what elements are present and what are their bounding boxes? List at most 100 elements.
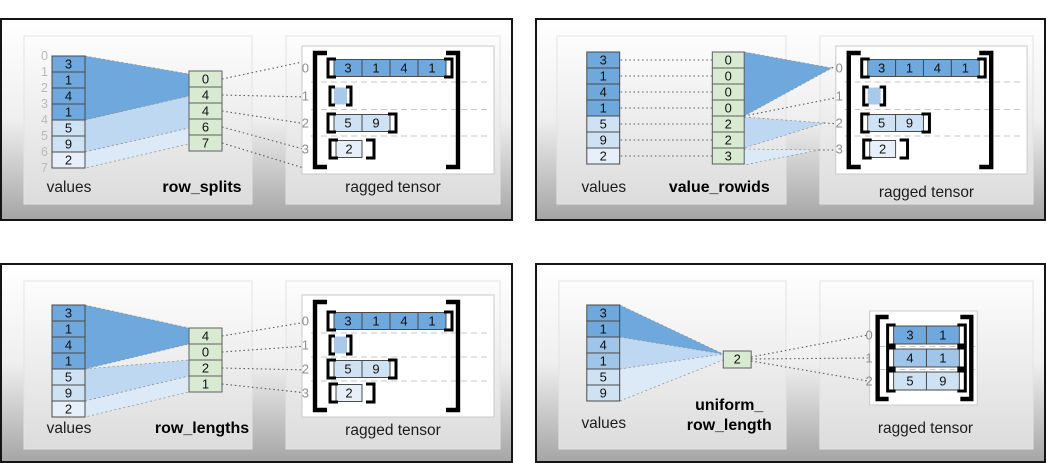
row-index-label: 0	[836, 61, 843, 76]
outer-bracket-left	[312, 299, 327, 413]
row-index-label: 1	[302, 89, 309, 104]
index-label: 0	[41, 49, 48, 63]
row-index-label: 2	[836, 116, 843, 131]
tensor-cell	[361, 114, 391, 132]
empty-row-cell	[334, 336, 347, 354]
fan-light	[743, 148, 819, 166]
param-value: 6	[202, 120, 209, 135]
row-bracket-right	[899, 138, 910, 160]
cell-value: 2	[65, 153, 72, 168]
cell-value: 9	[600, 133, 607, 148]
connector-line	[221, 60, 308, 80]
row-bracket-right	[366, 382, 376, 404]
ragged-tensor-diagram: 3 1 4 1 5 9 2 0 1 2 3 4 5 6 7 0 4 4 6 7	[0, 18, 1046, 463]
values-column: 3 1 4 1 5 9 2	[586, 51, 621, 165]
cell-value: 1	[600, 69, 607, 84]
row-index-label: 0	[302, 314, 309, 329]
row-bracket-left	[326, 112, 336, 134]
panel-row-splits: 3 1 4 1 5 9 2 0 1 2 3 4 5 6 7 0 4 4 6 7	[0, 18, 513, 221]
index-label: 1	[41, 65, 48, 79]
uniform-row-length-cell: 2	[722, 350, 752, 369]
outer-bracket-right	[979, 50, 994, 170]
row-bracket-right	[957, 323, 967, 347]
tensor-cell	[417, 59, 447, 77]
cell-value: 9	[372, 116, 379, 131]
row-index-label: 2	[302, 362, 309, 377]
tensor-row: 5 9	[326, 112, 398, 134]
ragged-tensor: 0 1 2 3 3 1 4 1 5 9	[835, 45, 1028, 201]
fan-dark	[84, 55, 190, 121]
tensor-row: 2	[862, 138, 910, 160]
fan-shapes	[743, 51, 833, 166]
tensor-label: ragged tensor	[345, 179, 441, 196]
cell-value: 9	[65, 137, 72, 152]
tensor-cell	[895, 114, 924, 132]
outer-bracket-left	[312, 50, 327, 170]
connector-line	[221, 345, 308, 353]
row-bracket-right	[957, 346, 967, 370]
cell-value: 1	[906, 61, 913, 76]
row-bracket-right	[879, 85, 887, 107]
index-label: 4	[41, 113, 48, 127]
row-index-label: 1	[865, 351, 872, 366]
tensor-cell	[925, 348, 960, 368]
cell-value: 4	[600, 85, 607, 100]
param-cell	[722, 350, 752, 369]
outer-bracket-right	[446, 299, 461, 413]
cell-value: 1	[65, 322, 72, 337]
tensor-cell	[417, 312, 447, 330]
cell-value: 2	[600, 149, 607, 164]
tensor-row	[862, 85, 887, 107]
cell-value: 1	[65, 73, 72, 88]
row-bracket-left	[886, 346, 896, 370]
values-column: 3 1 4 1 5 9	[586, 304, 621, 402]
cell-value: 4	[65, 89, 72, 104]
row-bracket-left	[862, 138, 872, 160]
row-bracket-left	[326, 310, 336, 332]
ragged-tensor: 0 1 2 3 3 1 4 1 5 9	[301, 45, 495, 196]
row-index-label: 1	[836, 89, 843, 104]
tensor-cell	[925, 325, 960, 345]
cell-value: 5	[65, 370, 72, 385]
cell-value: 5	[344, 362, 351, 377]
cell-value: 1	[428, 61, 435, 76]
cell-value: 3	[906, 328, 913, 343]
cell-value: 1	[600, 322, 607, 337]
row-splits-column: 0 4 4 6 7	[188, 70, 223, 152]
row-bracket-right	[366, 138, 376, 160]
row-bracket-right	[346, 85, 353, 107]
param-value: 0	[202, 72, 209, 87]
value-cell	[586, 384, 621, 402]
cell-value: 9	[600, 386, 607, 401]
empty-row-cell	[867, 87, 881, 105]
row-index-label: 0	[302, 61, 309, 76]
tensor-label: ragged tensor	[345, 422, 441, 439]
row-bracket-right	[444, 310, 454, 332]
row-index-label: 2	[302, 116, 309, 131]
cell-value: 2	[345, 142, 352, 157]
row-bracket-right	[388, 112, 398, 134]
row-bracket-right	[977, 57, 987, 79]
row-bracket-right	[921, 112, 931, 134]
method-label: row_splits	[162, 179, 241, 196]
tensor-cell	[950, 59, 980, 77]
row-bracket-left	[886, 369, 896, 393]
tensor-row: 5 9	[326, 358, 398, 380]
method-label-line1: uniform_	[695, 397, 764, 414]
panel-row-lengths: 3 1 4 1 5 9 2 4 0 2 1 values row_lengths	[0, 263, 513, 463]
param-value: 0	[725, 101, 732, 116]
row-index-label: 3	[302, 142, 309, 157]
empty-row-cell	[334, 87, 347, 105]
cell-value: 3	[600, 306, 607, 321]
value-cell	[51, 151, 86, 169]
cell-value: 4	[400, 314, 407, 329]
values-label: values	[47, 420, 92, 437]
tensor-row: 5 9	[860, 112, 931, 134]
connector-line	[221, 110, 308, 125]
ragged-tensor: 0 1 2 3 3 1 4 1 5 9	[301, 294, 495, 439]
cell-value: 2	[65, 402, 72, 417]
panel-uniform-row-length: 3 1 4 1 5 9 2 values uniform_ row_length…	[535, 263, 1046, 463]
tensor-row: 5 9	[886, 369, 967, 393]
cell-value: 9	[939, 374, 946, 389]
cell-value: 9	[65, 386, 72, 401]
